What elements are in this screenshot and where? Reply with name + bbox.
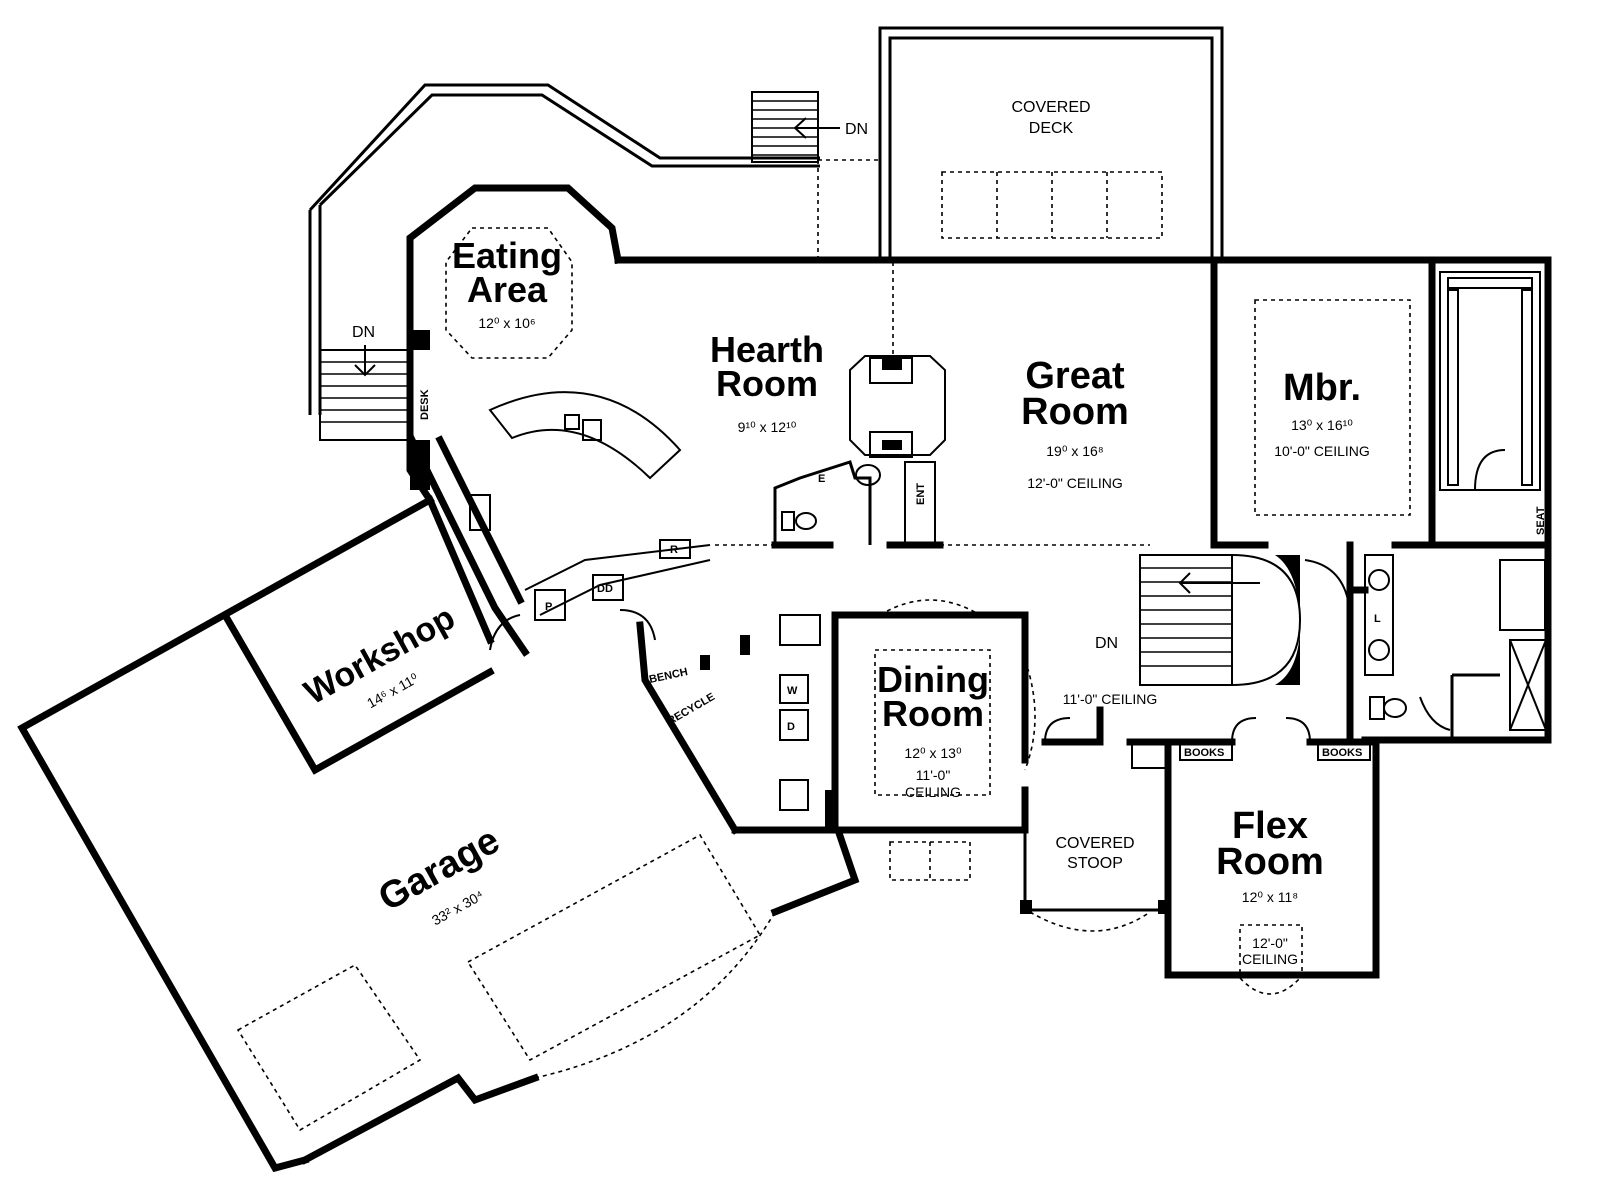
covered-deck-line2: DECK xyxy=(1029,120,1074,137)
dd-label: DD xyxy=(597,583,613,595)
recycle-label: RECYCLE xyxy=(666,691,718,728)
hearth-room-name-1: Hearth xyxy=(710,329,824,370)
lav-label: L xyxy=(1374,613,1381,625)
flex-room-ceiling-1: 12'-0" xyxy=(1252,935,1288,951)
eating-area-dims: 12⁰ x 10⁶ xyxy=(478,315,535,331)
flex-bay xyxy=(1239,924,1303,995)
left-dn-label: DN xyxy=(352,324,375,341)
master-closet xyxy=(1439,271,1541,491)
flex-room-name-1: Flex xyxy=(1232,805,1308,847)
covered-deck xyxy=(817,26,1224,262)
dining-room-ceiling-2: CEILING xyxy=(905,784,961,800)
foyer-ceiling: 11'-0" CEILING xyxy=(1063,691,1158,707)
fireplace xyxy=(849,262,946,458)
garage-name: Garage xyxy=(372,819,507,919)
hearth-room-name-2: Room xyxy=(716,363,818,404)
master-bath-fixtures xyxy=(1364,554,1547,731)
bookshelves xyxy=(1131,739,1371,769)
pantry-label: P xyxy=(545,601,552,613)
e-label: E xyxy=(818,473,825,485)
eating-area-table xyxy=(445,227,573,359)
garage-doors xyxy=(236,833,776,1132)
deck-dn-label: DN xyxy=(845,121,868,138)
stoop-post-right xyxy=(1158,900,1170,914)
mbr-ceiling: 10'-0" CEILING xyxy=(1274,443,1370,459)
kitchen-counter xyxy=(410,330,711,621)
powder-room xyxy=(773,460,936,546)
stoop-post-left xyxy=(1020,900,1032,914)
seat-label: SEAT xyxy=(1535,506,1547,535)
books-right-label: BOOKS xyxy=(1322,747,1362,759)
covered-stoop-line2: STOOP xyxy=(1067,855,1123,872)
eating-area-name-2: Area xyxy=(467,269,548,310)
flex-room-dims: 12⁰ x 11⁸ xyxy=(1242,889,1298,905)
desk-label: DESK xyxy=(419,389,431,420)
laundry xyxy=(700,614,837,832)
interior-walls xyxy=(715,256,1552,979)
dining-room-dims: 12⁰ x 13⁰ xyxy=(904,745,962,761)
washer-label: W xyxy=(787,685,798,697)
main-staircase xyxy=(1139,554,1302,686)
bench-label: BENCH xyxy=(648,666,689,686)
flex-room-ceiling-2: CEILING xyxy=(1242,951,1298,967)
master-bed-outline xyxy=(1254,299,1411,516)
ent-label: ENT xyxy=(915,483,927,505)
deck-stairs xyxy=(751,91,840,163)
covered-deck-line1: COVERED xyxy=(1011,99,1090,116)
kitchen-island xyxy=(488,391,682,480)
dining-room-name-2: Room xyxy=(882,693,984,734)
stair-dn-label: DN xyxy=(1095,635,1118,652)
dryer-label: D xyxy=(787,721,795,733)
dining-room-ceiling-1: 11'-0" xyxy=(916,767,951,783)
stoop-arc xyxy=(1029,911,1151,932)
great-room-name-1: Great xyxy=(1025,355,1125,397)
flex-room-name-2: Room xyxy=(1216,841,1324,883)
refrigerator-label: R xyxy=(670,544,678,556)
great-room-ceiling: 12'-0" CEILING xyxy=(1027,475,1123,491)
door-swings xyxy=(489,559,1451,743)
great-room-name-2: Room xyxy=(1021,391,1129,433)
hearth-room-dims: 9¹⁰ x 12¹⁰ xyxy=(738,419,797,435)
left-stairs xyxy=(319,345,411,441)
covered-stoop-line1: COVERED xyxy=(1055,835,1134,852)
dining-bay xyxy=(874,599,1036,881)
dining-room-name-1: Dining xyxy=(877,659,989,700)
mbr-name: Mbr. xyxy=(1283,367,1361,409)
great-room-dims: 19⁰ x 16⁸ xyxy=(1046,443,1104,459)
books-left-label: BOOKS xyxy=(1184,747,1224,759)
eating-area-name-1: Eating xyxy=(452,235,562,276)
mbr-dims: 13⁰ x 16¹⁰ xyxy=(1291,417,1353,433)
